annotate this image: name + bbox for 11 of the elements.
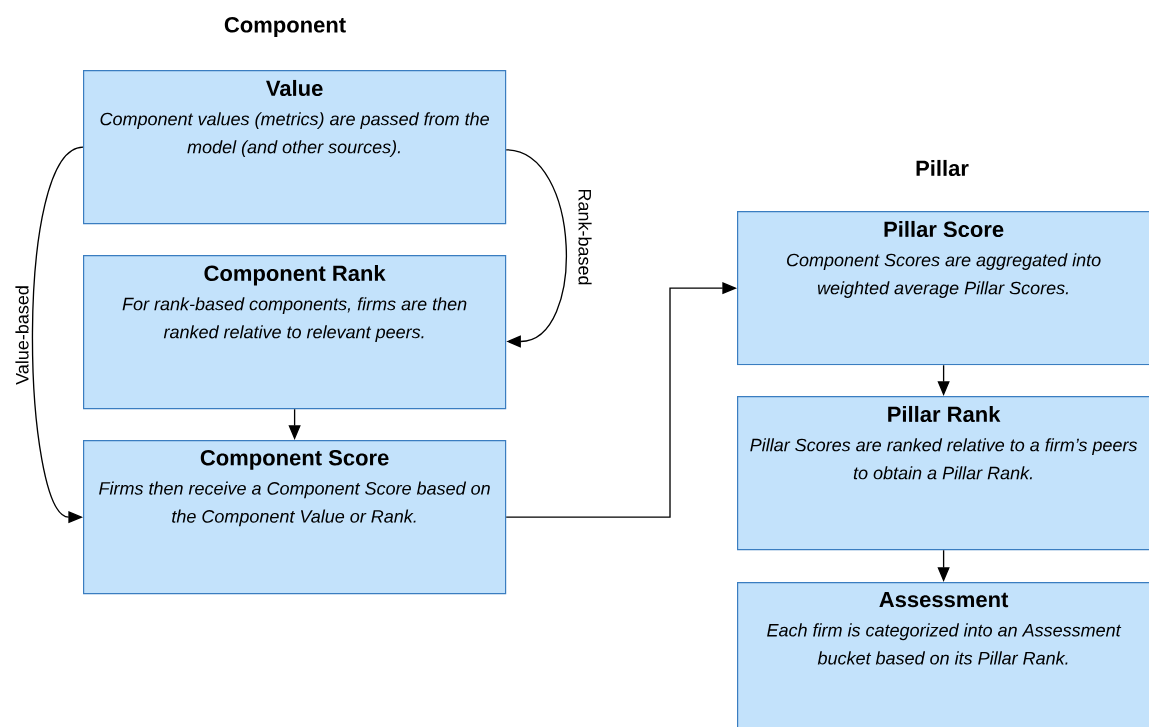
process-box: Component Score Firms then receive a Component Score based on the Component Value or Rank. [83,440,507,595]
section-heading: Pillar [916,159,969,177]
process-box: Pillar Score Component Scores are aggregated into weighted average Pillar Scores. [737,211,1149,366]
section-heading: Component [224,17,346,37]
process-box: Assessment Each firm is categorized into an Assessment bucket based on its Pillar Rank. [737,582,1149,727]
process-box: Value Component values (metrics) are passed from the model (and other sources). [83,70,507,225]
edge-label: Value-based [14,283,30,387]
arrow [505,149,567,348]
process-box: Pillar Rank Pillar Scores are ranked relative to a firm’s peers to obtain a Pillar Rank. [737,396,1149,551]
process-box: Component Rank For rank-based components, firms are then ranked relative to relevant peers. [83,255,507,410]
edge-label: Rank-based [577,187,593,287]
